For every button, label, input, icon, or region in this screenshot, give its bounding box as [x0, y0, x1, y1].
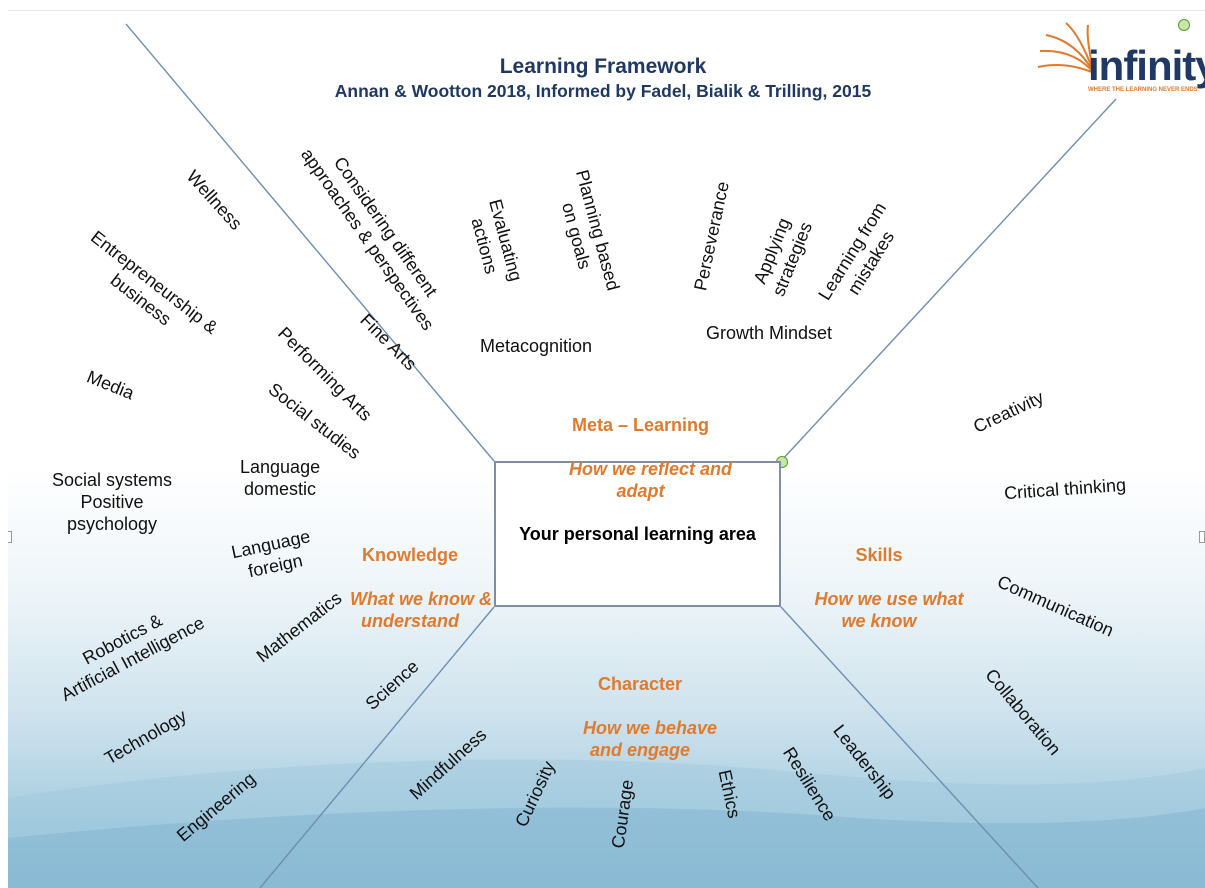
rotation-handle[interactable]: [1178, 19, 1190, 31]
category-meta-desc: How we reflect and adapt: [568, 459, 733, 501]
logo-tagline: WHERE THE LEARNING NEVER ENDS: [1088, 87, 1198, 93]
category-meta: Meta – Learning How we reflect and adapt: [543, 370, 738, 524]
category-knowledge-name: Knowledge: [361, 545, 458, 565]
resize-handle-right[interactable]: [1199, 531, 1205, 543]
divider-line-bottom-right: [780, 606, 1039, 888]
meta-item-growth-mindset: Growth Mindset: [706, 323, 833, 343]
category-character-desc: How we behave and engage: [582, 718, 718, 760]
divider-line-top-left: [125, 23, 495, 462]
category-knowledge: Knowledge What we know & understand: [330, 500, 493, 654]
meta-item-metacognition: Metacognition: [480, 336, 593, 356]
category-character: Character How we behave and engage: [560, 629, 720, 783]
category-skills-name: Skills: [855, 545, 903, 565]
sunburst-icon: [1037, 22, 1095, 74]
center-box: Your personal learning area: [494, 461, 781, 607]
background-wave: [8, 759, 1205, 888]
page-subtitle: Annan & Wootton 2018, Informed by Fadel,…: [334, 81, 872, 101]
resize-handle-left[interactable]: [8, 531, 12, 543]
page-title: Learning Framework: [499, 55, 707, 78]
category-character-name: Character: [597, 674, 683, 694]
infinity-logo: infinity WHERE THE LEARNING NEVER ENDS: [1036, 19, 1205, 99]
category-skills-desc: How we use what we know: [814, 589, 964, 631]
divider-line-top-right: [780, 98, 1117, 462]
category-meta-name: Meta – Learning: [571, 415, 710, 435]
slide: Learning Framework Annan & Wootton 2018,…: [8, 10, 1205, 888]
center-label: Your personal learning area: [519, 523, 756, 544]
knowledge-item-social-systems: Social systems Positive psychology: [52, 470, 173, 534]
logo-wordmark: infinity: [1088, 42, 1205, 89]
category-skills: Skills How we use what we know: [794, 500, 964, 654]
knowledge-item-language-domestic: Language domestic: [240, 457, 321, 499]
divider-line-bottom-left: [259, 606, 495, 888]
category-knowledge-desc: What we know & understand: [350, 589, 493, 631]
divider-lines: [125, 23, 1117, 888]
